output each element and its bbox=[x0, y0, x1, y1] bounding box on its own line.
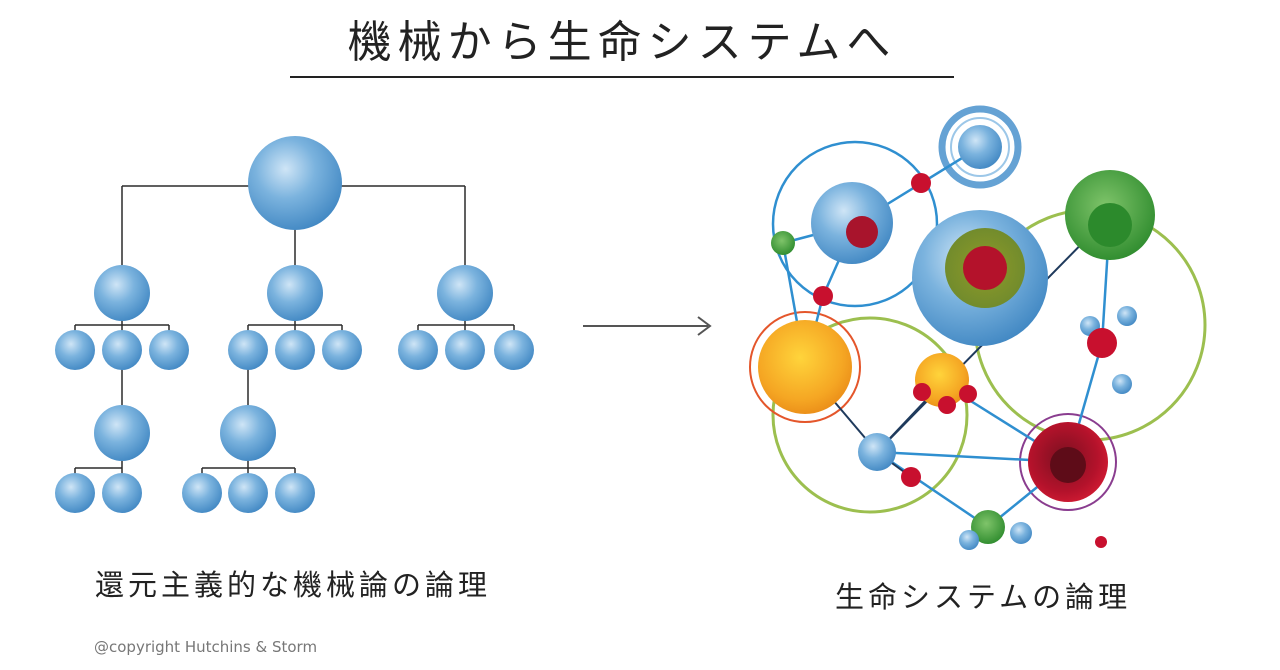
node-red-small bbox=[938, 396, 956, 414]
ring-blue-inner bbox=[950, 117, 1010, 177]
tree-node bbox=[398, 330, 438, 370]
tree-node bbox=[149, 330, 189, 370]
node-orange bbox=[758, 320, 852, 414]
ring-orange bbox=[749, 311, 861, 423]
ring-blue bbox=[771, 140, 939, 308]
node-red-small bbox=[901, 467, 921, 487]
title-underline bbox=[290, 76, 954, 78]
node-blue bbox=[858, 433, 896, 471]
ring-purple bbox=[1019, 413, 1117, 511]
node-blue-small bbox=[1117, 306, 1137, 326]
tree-node bbox=[102, 330, 142, 370]
tree-node bbox=[228, 330, 268, 370]
node-blue bbox=[958, 125, 1002, 169]
node-green bbox=[971, 510, 1005, 544]
tree-node bbox=[445, 330, 485, 370]
node-blue-small bbox=[1112, 374, 1132, 394]
node-green bbox=[771, 231, 795, 255]
tree-node bbox=[182, 473, 222, 513]
right-caption: 生命システムの論理 bbox=[835, 580, 1132, 614]
hierarchy-nodes bbox=[55, 136, 534, 513]
node-red-small bbox=[1087, 328, 1117, 358]
node-red-core bbox=[963, 246, 1007, 290]
tree-node bbox=[55, 473, 95, 513]
node-red-core bbox=[846, 216, 878, 248]
tree-node bbox=[437, 265, 493, 321]
tree-node bbox=[275, 330, 315, 370]
node-green-core bbox=[1088, 203, 1132, 247]
tree-node bbox=[267, 265, 323, 321]
tree-node-root bbox=[248, 136, 342, 230]
node-blue-small bbox=[1010, 522, 1032, 544]
node-red-small bbox=[959, 385, 977, 403]
page-title: 機械から生命システムへ bbox=[347, 17, 897, 68]
ring-lime bbox=[771, 316, 969, 514]
node-red-core bbox=[1050, 447, 1086, 483]
node-red-small bbox=[813, 286, 833, 306]
tree-node bbox=[94, 265, 150, 321]
node-red-small bbox=[1095, 536, 1107, 548]
tree-node bbox=[322, 330, 362, 370]
ring-blue-outer bbox=[938, 105, 1022, 189]
tree-node bbox=[94, 405, 150, 461]
copyright-text: @copyright Hutchins & Storm bbox=[94, 638, 318, 656]
left-caption: 還元主義的な機械論の論理 bbox=[95, 568, 492, 602]
tree-node bbox=[494, 330, 534, 370]
tree-node bbox=[220, 405, 276, 461]
node-red-small bbox=[911, 173, 931, 193]
tree-node bbox=[275, 473, 315, 513]
network-nodes bbox=[758, 125, 1155, 550]
tree-node bbox=[102, 473, 142, 513]
node-blue-small bbox=[959, 530, 979, 550]
tree-node bbox=[55, 330, 95, 370]
node-red-small bbox=[913, 383, 931, 401]
tree-node bbox=[228, 473, 268, 513]
transition-arrow-icon bbox=[583, 316, 712, 336]
